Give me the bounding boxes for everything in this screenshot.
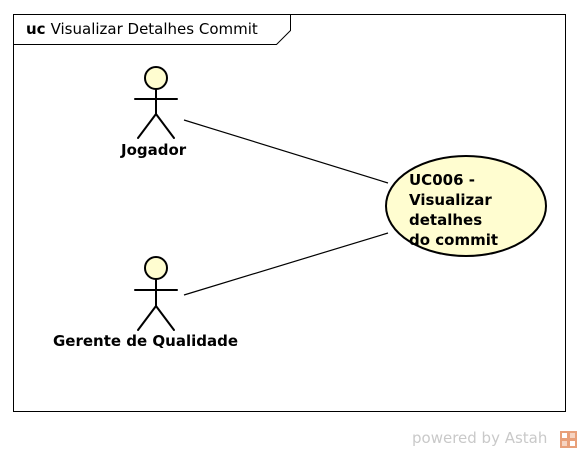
association-jogador — [183, 119, 389, 184]
powered-by-text: powered by Astah — [412, 429, 548, 447]
actor-jogador — [134, 66, 178, 139]
actor-gerente-de-qualidade — [134, 256, 178, 331]
association-gerente — [183, 232, 389, 296]
actor-label-jogador: Jogador — [121, 141, 187, 159]
usecase-label: UC006 - Visualizar detalhes do commit — [409, 170, 498, 250]
usecase-line-1: UC006 - — [409, 171, 475, 189]
usecase-line-4: do commit — [409, 231, 499, 249]
usecase-line-3: detalhes — [409, 211, 483, 229]
usecase-line-2: Visualizar — [409, 191, 492, 209]
astah-logo-icon — [560, 431, 577, 448]
actor-label-gerente: Gerente de Qualidade — [53, 332, 239, 350]
usecase-uc006 — [385, 155, 547, 257]
frame-keyword: uc — [26, 20, 46, 38]
frame-title-text: Visualizar Detalhes Commit — [50, 20, 258, 38]
frame-title-tab — [13, 14, 291, 45]
